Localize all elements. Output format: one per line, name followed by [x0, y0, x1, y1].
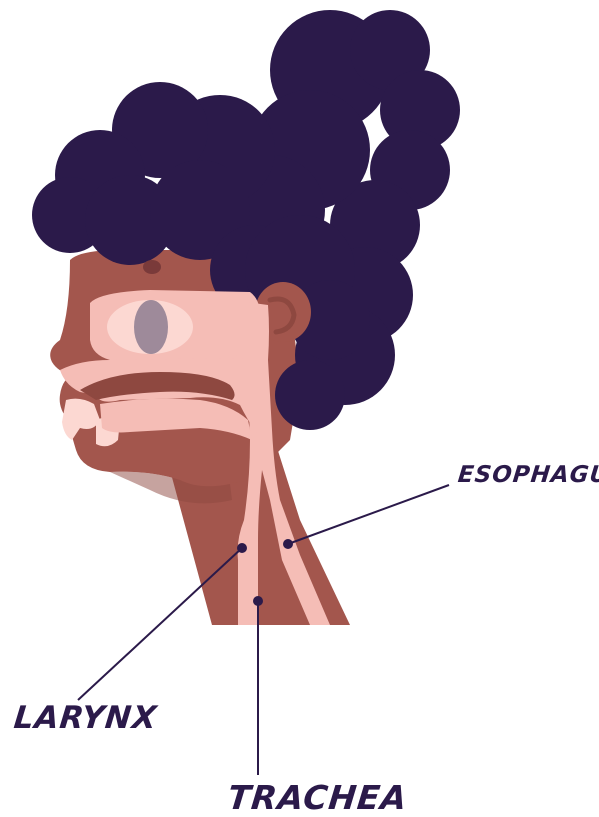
trachea-label: TRACHEA — [226, 778, 409, 817]
larynx-dot — [237, 543, 247, 553]
iris — [134, 300, 168, 354]
esophagus-dot — [283, 539, 293, 549]
esophagus-label: ESOPHAGUS — [457, 462, 599, 488]
trachea-dot — [253, 596, 263, 606]
esophagus-leader — [288, 485, 449, 544]
forehead-mark — [143, 260, 161, 274]
larynx-label: LARYNX — [12, 700, 159, 736]
